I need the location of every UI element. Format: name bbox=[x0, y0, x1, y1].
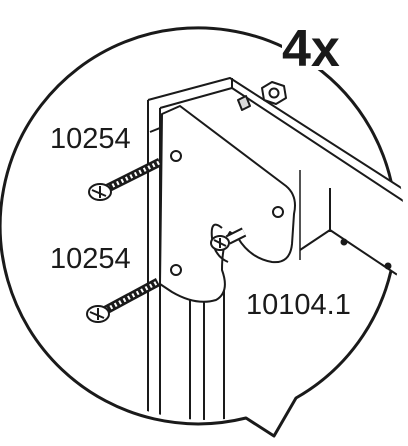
bracket-hole-lower bbox=[170, 264, 182, 276]
screw-lower bbox=[86, 278, 161, 323]
carriage-bolt bbox=[210, 227, 247, 251]
corner-bracket bbox=[159, 105, 296, 303]
part-number-upper-screw: 10254 bbox=[50, 123, 131, 155]
part-number-lower-screw: 10254 bbox=[50, 243, 131, 275]
part-number-bolt: 10104.1 bbox=[246, 289, 351, 321]
bracket-hole-right bbox=[272, 206, 284, 218]
screw-upper bbox=[88, 157, 163, 201]
bracket-hole-upper bbox=[170, 150, 182, 162]
quantity-multiplier: 4x bbox=[282, 20, 340, 78]
multiplier-backing bbox=[282, 18, 356, 70]
hex-nut bbox=[237, 81, 287, 111]
